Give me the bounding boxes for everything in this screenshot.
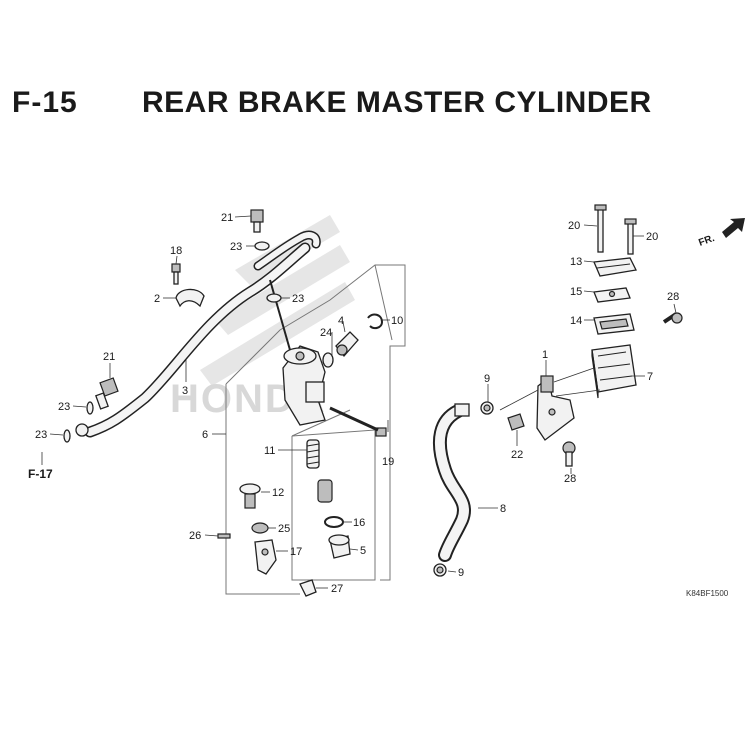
oil-bolt-21-lower <box>95 377 119 410</box>
leader-lines <box>49 215 677 589</box>
label-4: 4 <box>338 315 344 327</box>
label-27: 27 <box>331 583 343 595</box>
joint-4 <box>335 331 359 358</box>
label-9-lower: 9 <box>458 567 464 579</box>
label-20-right: 20 <box>646 231 658 243</box>
o-ring-24 <box>322 352 334 368</box>
reservoir-bracket <box>536 375 575 441</box>
washer-23-a <box>254 241 270 251</box>
label-8: 8 <box>500 503 506 515</box>
label-26: 26 <box>189 530 201 542</box>
label-23-d: 23 <box>35 429 47 441</box>
label-16: 16 <box>353 517 365 529</box>
spring-11 <box>306 439 320 469</box>
screw-20-right <box>624 218 637 255</box>
label-25: 25 <box>278 523 290 535</box>
reservoir-cap <box>593 257 637 277</box>
washer-23-c <box>86 401 94 415</box>
label-22: 22 <box>511 449 523 461</box>
label-1: 1 <box>542 349 548 361</box>
part-labels: 1 2 3 4 5 6 7 8 9 9 10 11 12 13 14 15 16… <box>35 212 679 595</box>
label-23-a: 23 <box>230 241 242 253</box>
hose-clamp-2 <box>175 288 205 308</box>
label-14: 14 <box>570 315 582 327</box>
oil-bolt-21-upper <box>250 209 264 233</box>
screw-20-left <box>594 204 607 253</box>
reservoir-hose <box>432 403 471 562</box>
label-13: 13 <box>570 256 582 268</box>
label-24: 24 <box>320 327 332 339</box>
bolt-28-lower <box>562 441 576 467</box>
label-23-b: 23 <box>292 293 304 305</box>
label-11: 11 <box>264 445 275 457</box>
label-12: 12 <box>272 487 284 499</box>
push-rod-12 <box>239 483 261 509</box>
cross-reference-link[interactable]: F-17 <box>28 467 53 481</box>
piston <box>317 479 333 503</box>
label-7: 7 <box>647 371 653 383</box>
circlip-10 <box>367 313 384 330</box>
pin-27 <box>299 579 317 597</box>
grommet-22 <box>507 413 525 431</box>
label-5: 5 <box>360 545 366 557</box>
page-title: REAR BRAKE MASTER CYLINDER <box>142 86 652 119</box>
master-cylinder-body <box>282 345 326 426</box>
diaphragm <box>593 313 635 335</box>
label-3: 3 <box>182 385 188 397</box>
circlip-16 <box>324 516 344 528</box>
clamp-9-lower <box>433 563 447 577</box>
label-21-lower: 21 <box>103 351 115 363</box>
label-17: 17 <box>290 546 302 558</box>
front-direction-arrow-icon: FR. <box>697 218 745 249</box>
upper-brake-hose <box>75 230 321 438</box>
boot-5 <box>328 534 351 559</box>
label-20-left: 20 <box>568 220 580 232</box>
pin-26 <box>217 533 231 539</box>
bolt-19 <box>329 406 387 437</box>
section-code: F-15 <box>12 86 78 119</box>
label-28-lower: 28 <box>564 473 576 485</box>
front-direction-label: FR. <box>697 233 716 249</box>
bolt-28-upper <box>662 312 683 324</box>
reservoir <box>591 344 637 399</box>
label-23-c: 23 <box>58 401 70 413</box>
label-15: 15 <box>570 286 582 298</box>
label-6: 6 <box>202 429 208 441</box>
nut-25 <box>251 522 269 534</box>
washer-23-d <box>63 429 71 443</box>
washer-23-b <box>266 293 282 303</box>
label-28-upper: 28 <box>667 291 679 303</box>
clamp-9-upper <box>480 401 494 415</box>
label-9-upper: 9 <box>484 373 490 385</box>
label-10: 10 <box>391 315 403 327</box>
catalog-code: K84BF1500 <box>686 589 729 598</box>
clevis-17 <box>254 539 277 575</box>
label-21-upper: 21 <box>221 212 233 224</box>
label-2: 2 <box>154 293 160 305</box>
label-19: 19 <box>382 456 394 468</box>
label-18: 18 <box>170 245 182 257</box>
bolt-18 <box>171 263 181 285</box>
diaphragm-plate <box>593 287 631 303</box>
kit-box-6 <box>225 264 406 595</box>
